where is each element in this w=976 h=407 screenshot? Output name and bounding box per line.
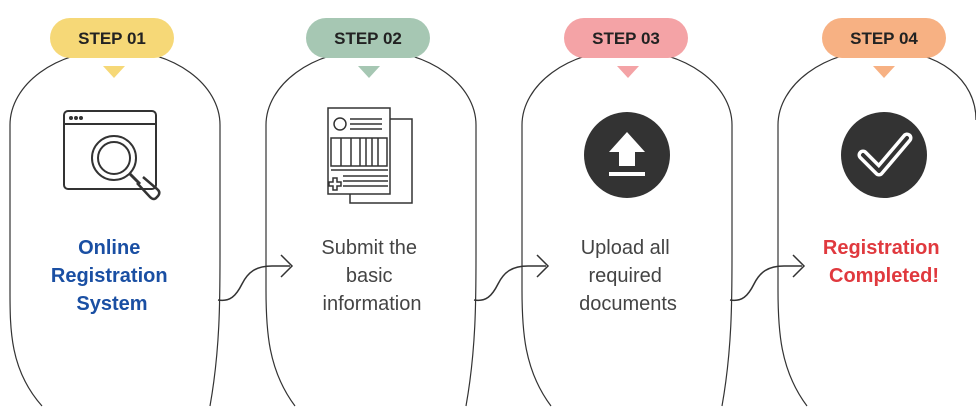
step-1-line-3: System — [76, 293, 147, 315]
step-3-line-3: documents — [579, 293, 677, 315]
step-2-badge-pill — [306, 18, 430, 58]
step-1-description: Online Registration System — [51, 237, 173, 315]
step-3-badge-label: STEP 03 — [592, 29, 660, 48]
step-4-badge-label: STEP 04 — [850, 29, 918, 48]
document-form-icon — [327, 107, 413, 204]
step-4: STEP 04 Registration Completed! — [777, 18, 976, 407]
step-2-description: Submit the basic information — [321, 237, 422, 315]
step-2-line-3: information — [323, 293, 422, 315]
step-3-outline — [521, 49, 733, 407]
step-4-outline — [777, 49, 976, 407]
step-1-outline — [9, 49, 221, 407]
step-2: STEP 02 Submit the basic inform — [265, 18, 477, 407]
step-2-badge: STEP 02 — [306, 18, 430, 78]
step-2-line-2: basic — [346, 265, 393, 287]
step-1-badge-label: STEP 01 — [78, 29, 146, 48]
step-4-line-2: Completed! — [829, 265, 939, 287]
step-1-line-2: Registration — [51, 265, 168, 287]
step-3-line-1: Upload all — [581, 237, 670, 259]
step-4-description: Registration Completed! — [823, 237, 945, 287]
checkmark-icon — [841, 112, 927, 198]
step-1-badge-pointer — [103, 66, 125, 78]
step-1: STEP 01 Online Registration System — [9, 18, 221, 407]
step-2-badge-pointer — [358, 66, 380, 78]
step-1-badge: STEP 01 — [50, 18, 174, 78]
step-3-badge-pointer — [617, 66, 639, 78]
step-4-badge-pill — [822, 18, 946, 58]
step-3: STEP 03 Upload all required documents — [521, 18, 733, 407]
search-window-icon — [63, 110, 161, 201]
step-1-badge-pill — [50, 18, 174, 58]
step-3-badge-pill — [564, 18, 688, 58]
step-2-line-1: Submit the — [321, 237, 417, 259]
step-3-description: Upload all required documents — [579, 237, 677, 315]
connector-arrow-3 — [729, 254, 806, 302]
step-4-badge-pointer — [873, 66, 895, 78]
step-2-outline — [265, 49, 477, 407]
connector-arrow-2 — [473, 254, 550, 302]
connector-arrow-1 — [217, 254, 294, 302]
step-2-badge-label: STEP 02 — [334, 29, 402, 48]
step-4-line-1: Registration — [823, 237, 940, 259]
step-1-line-1: Online — [78, 237, 140, 259]
upload-icon — [584, 112, 670, 198]
step-3-badge: STEP 03 — [564, 18, 688, 78]
step-4-badge: STEP 04 — [822, 18, 946, 78]
step-3-line-2: required — [589, 265, 662, 287]
